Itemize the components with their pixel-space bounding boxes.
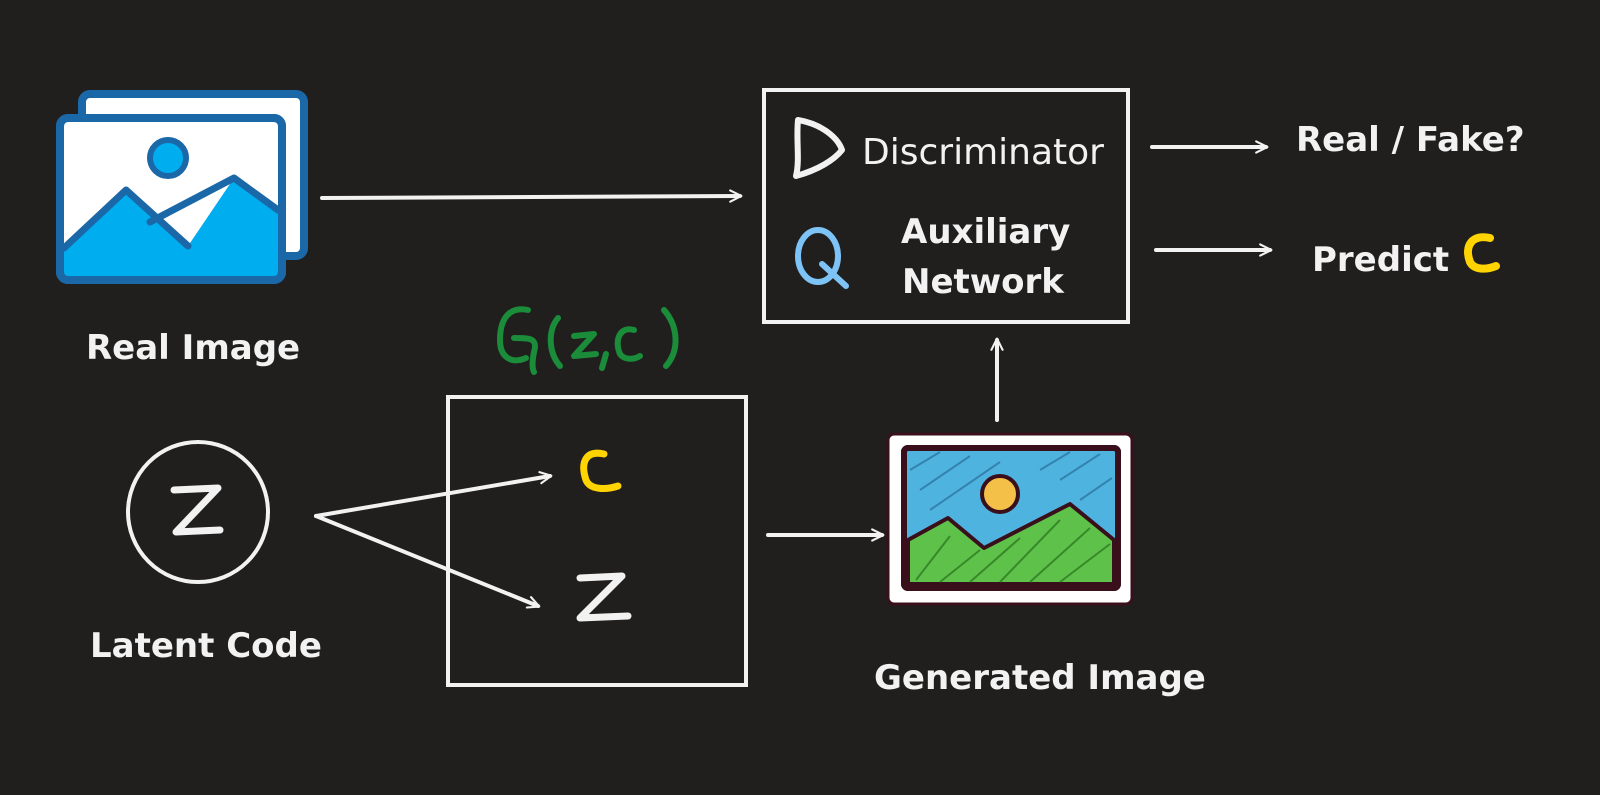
auxiliary-network-label-line2: Network: [902, 262, 1064, 302]
predict-output-label: Predict: [1312, 240, 1450, 280]
generated-image-label: Generated Image: [874, 658, 1206, 698]
auxiliary-network-label-line1: Auxiliary: [901, 212, 1071, 252]
generator-formula: [497, 306, 679, 375]
arrow-latent-to-z: [314, 514, 541, 609]
input-z-glyph: [576, 572, 632, 622]
latent-code-label: Latent Code: [90, 626, 322, 666]
input-c-glyph: [580, 449, 622, 492]
q-symbol-icon: [795, 227, 849, 289]
real-image-icon: [56, 90, 308, 284]
discriminator-box: [762, 88, 1130, 324]
arrow-latent-to-c: [314, 471, 553, 518]
predicted-c-glyph: [1464, 233, 1500, 273]
generator-box: [446, 395, 748, 687]
real-fake-output-label: Real / Fake?: [1296, 120, 1525, 160]
d-symbol-icon: [793, 117, 845, 179]
real-image-label: Real Image: [86, 328, 301, 368]
arrow-real-to-discriminator: [320, 189, 743, 203]
discriminator-label: Discriminator: [862, 132, 1104, 173]
generated-image-icon: [886, 432, 1134, 606]
latent-code-node: [126, 440, 270, 584]
